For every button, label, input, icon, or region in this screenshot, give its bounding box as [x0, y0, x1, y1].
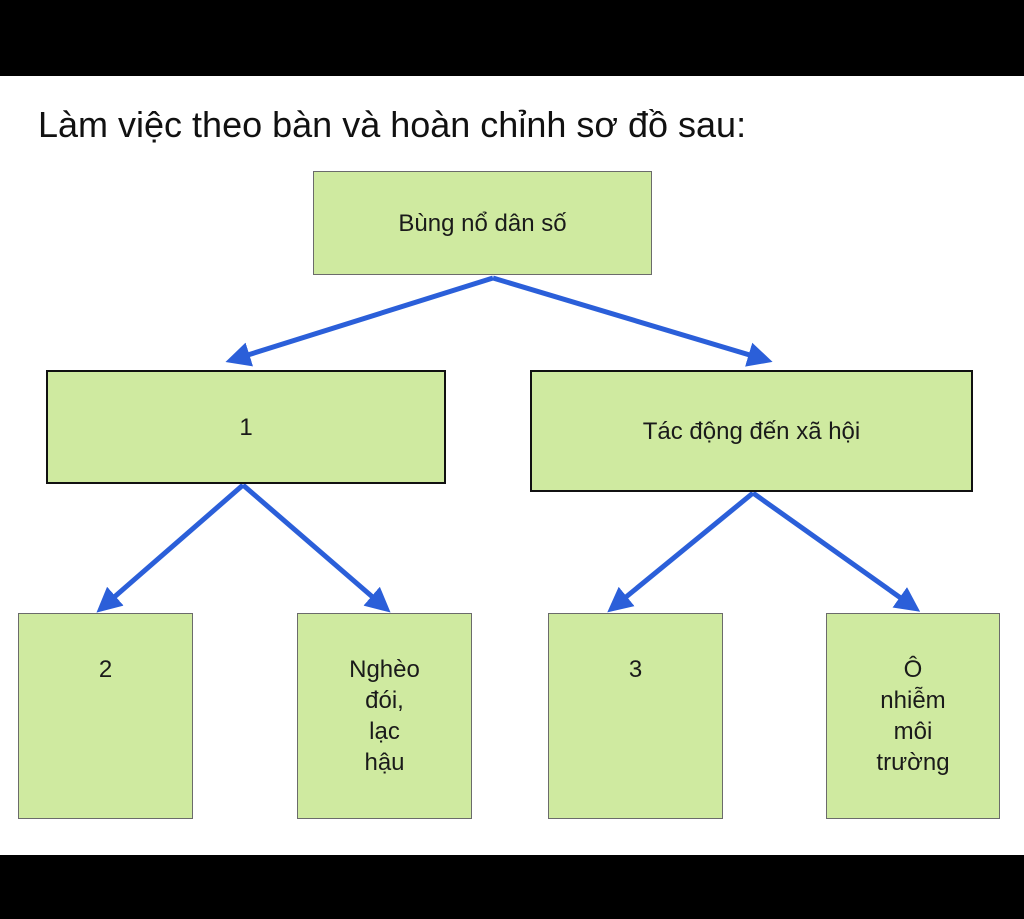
arrow-right-to-leaf-3 [607, 491, 755, 613]
root-node-label: Bùng nổ dân số [398, 209, 567, 237]
left-branch-node: 1 [46, 370, 446, 484]
leaf-node-3: 3 [548, 613, 723, 819]
root-node: Bùng nổ dân số [313, 171, 652, 275]
right-branch-node: Tác động đến xã hội [530, 370, 973, 492]
leaf-node-2: Nghèo đói, lạc hậu [297, 613, 472, 819]
leaf-node-2-label: Nghèo đói, lạc hậu [349, 656, 420, 776]
leaf-node-3-label: 3 [628, 656, 643, 683]
right-branch-label: Tác động đến xã hội [642, 417, 861, 445]
leaf-node-1: 2 [18, 613, 193, 819]
leaf-node-4: Ô nhiễm môi trường [826, 613, 1000, 819]
arrow-left-to-leaf-1 [96, 483, 245, 613]
arrow-root-to-right [492, 275, 773, 367]
arrow-left-to-leaf-2 [241, 483, 391, 613]
arrow-right-to-leaf-4 [751, 490, 921, 612]
slide-title: Làm việc theo bàn và hoàn chỉnh sơ đồ sa… [38, 104, 747, 145]
leaf-node-1-label: 2 [98, 656, 113, 683]
leaf-node-4-label: Ô nhiễm môi trường [876, 656, 950, 776]
left-branch-label: 1 [239, 413, 253, 441]
arrow-root-to-left [225, 275, 494, 367]
